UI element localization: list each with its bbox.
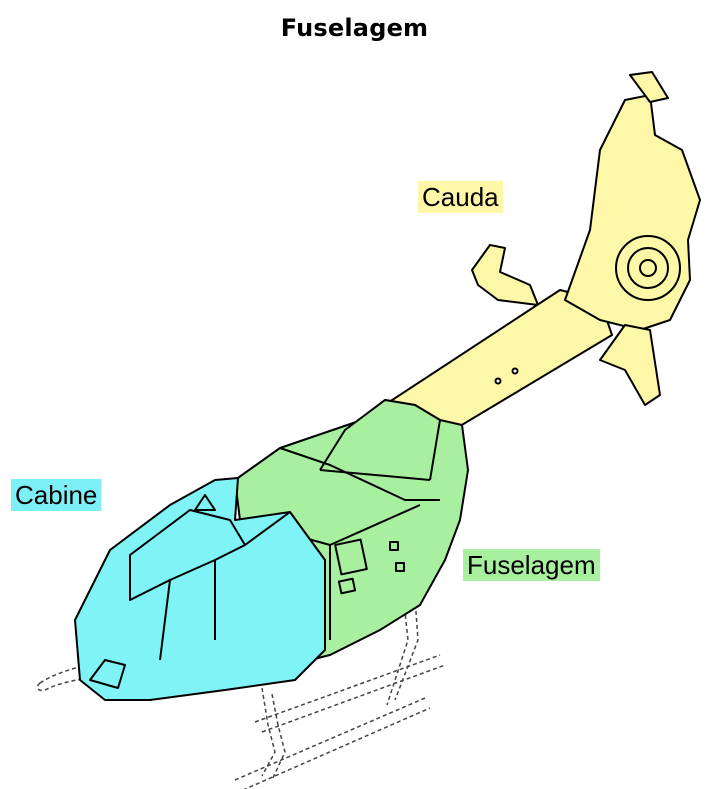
label-cauda: Cauda: [418, 181, 503, 213]
tail-section: [380, 72, 700, 450]
label-cabine: Cabine: [11, 479, 101, 511]
label-fuselagem: Fuselagem: [463, 549, 600, 581]
